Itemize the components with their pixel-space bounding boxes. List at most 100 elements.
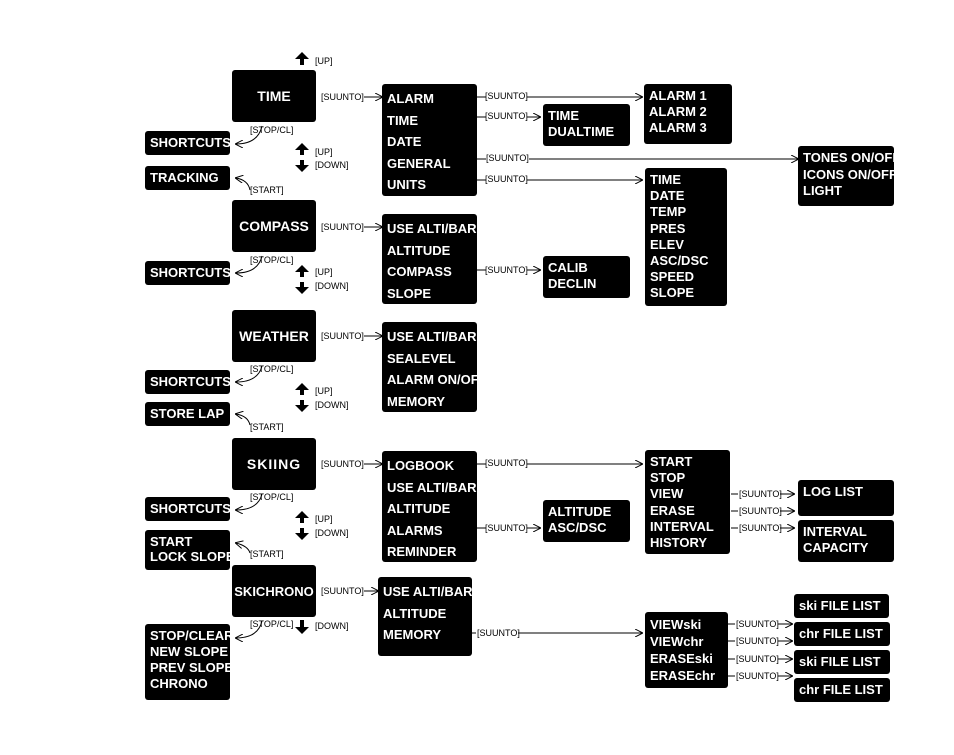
chr-file-list-1: chr FILE LIST — [794, 622, 890, 646]
suunto-label: [SUUNTO] — [736, 636, 779, 646]
menu-item: ERASEski — [650, 651, 713, 666]
up-label: [UP] — [315, 514, 333, 524]
menu-item: DATE — [387, 134, 422, 149]
down-label: [DOWN] — [315, 281, 349, 291]
mode-time-label: TIME — [257, 88, 291, 104]
up-arrow-icon — [295, 383, 309, 390]
menu-item: ski FILE LIST — [799, 654, 881, 669]
start-label: START — [150, 534, 193, 549]
ski-file-list-1: ski FILE LIST — [794, 594, 889, 618]
mode-weather: WEATHER — [232, 310, 316, 362]
menu-item: USE ALTI/BARO — [387, 329, 487, 344]
suunto-label: [SUUNTO] — [485, 458, 528, 468]
menu-item: GENERAL — [387, 155, 451, 171]
mode-skiing-label: SKIING — [246, 456, 302, 472]
mode-skiing: SKIING — [232, 438, 316, 490]
stop-clear-label: STOP/CLEAR — [150, 628, 234, 643]
up-arrow-icon — [295, 52, 309, 59]
suunto-label: [SUUNTO] — [486, 153, 529, 163]
menu-item: ALARM ON/OFF — [387, 372, 487, 387]
menu-item: INTERVAL — [803, 524, 867, 539]
store-lap-label: STORE LAP — [150, 406, 225, 421]
stop-cl-label: [STOP/CL] — [250, 255, 294, 265]
menu-item: ERASEchr — [650, 668, 716, 683]
down-arrow-icon — [295, 287, 309, 294]
up-arrow-stem — [300, 150, 304, 155]
menu-item: ELEV — [650, 236, 684, 252]
menu-item: ERASE — [650, 502, 695, 518]
curve-time-tracking — [236, 178, 251, 191]
log-list-box: LOG LIST — [798, 480, 894, 516]
menu-item: ALTITUDE — [548, 504, 612, 519]
menu-item: VIEWski — [650, 617, 702, 632]
menu-item: chr FILE LIST — [799, 626, 883, 641]
menu-item: COMPASS — [387, 264, 452, 279]
tracking-label: TRACKING — [150, 170, 219, 185]
menu-item: DECLIN — [548, 276, 597, 291]
down-arrow-stem — [300, 528, 304, 533]
menu-item: ALTITUDE — [387, 242, 451, 258]
store-lap-box: STORE LAP — [145, 402, 230, 426]
start-label: [START] — [250, 185, 284, 195]
menu-item: ALARM 1 — [649, 88, 707, 103]
up-arrow-stem — [300, 518, 304, 523]
menu-item: MEMORY — [383, 627, 442, 642]
menu-item: ASC/DSC — [650, 253, 709, 269]
menu-item: LOG LIST — [803, 484, 863, 499]
down-arrow-icon — [295, 165, 309, 172]
down-arrow-stem — [300, 282, 304, 287]
menu-item: ASC/DSC — [548, 520, 607, 535]
suunto-label: [SUUNTO] — [477, 628, 520, 638]
suunto-label: [SUUNTO] — [321, 92, 364, 102]
new-slope-label: NEW SLOPE — [150, 644, 229, 659]
up-label: [UP] — [315, 386, 333, 396]
down-arrow-icon — [295, 627, 309, 634]
stop-cl-label: [STOP/CL] — [250, 364, 294, 374]
suunto-label: [SUUNTO] — [739, 489, 782, 499]
suunto-label: [SUUNTO] — [485, 265, 528, 275]
suunto-label: [SUUNTO] — [736, 671, 779, 681]
mode-compass: COMPASS — [232, 200, 316, 252]
stop-clear-box: STOP/CLEAR NEW SLOPE PREV SLOPE CHRONO — [145, 624, 234, 700]
mode-compass-label: COMPASS — [239, 218, 309, 234]
menu-item: MEMORY — [387, 393, 446, 409]
chr-file-list-2: chr FILE LIST — [794, 678, 890, 702]
menu-item: ski FILE LIST — [799, 598, 881, 613]
suunto-label: [SUUNTO] — [485, 111, 528, 121]
up-label: [UP] — [315, 56, 333, 66]
up-arrow-icon — [295, 511, 309, 518]
up-arrow-stem — [300, 59, 304, 65]
down-label: [DOWN] — [315, 621, 349, 631]
shortcuts-box-3: SHORTCUTS — [145, 370, 231, 394]
down-arrow-stem — [300, 160, 304, 165]
down-label: [DOWN] — [315, 160, 349, 170]
suunto-label: [SUUNTO] — [736, 619, 779, 629]
stop-cl-label: [STOP/CL] — [250, 492, 294, 502]
menu-item: DATE — [650, 188, 685, 204]
down-label: [DOWN] — [315, 400, 349, 410]
shortcuts-label: SHORTCUTS — [150, 501, 231, 516]
chrono-label: CHRONO — [150, 676, 208, 691]
mode-weather-label: WEATHER — [239, 328, 309, 344]
menu-item: TONES ON/OFF — [803, 150, 901, 165]
suunto-label: [SUUNTO] — [485, 523, 528, 533]
up-arrow-icon — [295, 265, 309, 272]
up-arrow-icon — [295, 143, 309, 150]
suunto-label: [SUUNTO] — [321, 222, 364, 232]
up-label: [UP] — [315, 267, 333, 277]
suunto-label: [SUUNTO] — [485, 91, 528, 101]
menu-item: chr FILE LIST — [799, 682, 883, 697]
menu-item: PRES — [650, 220, 686, 236]
lock-slope-label: LOCK SLOPE — [150, 549, 235, 564]
menu-item: TEMP — [650, 204, 687, 220]
mode-skichrono-label: SKICHRONO — [234, 583, 314, 599]
menu-item: ALARM 3 — [649, 120, 707, 135]
menu-item: TIME — [650, 172, 682, 187]
shortcuts-box-2: SHORTCUTS — [145, 261, 231, 285]
